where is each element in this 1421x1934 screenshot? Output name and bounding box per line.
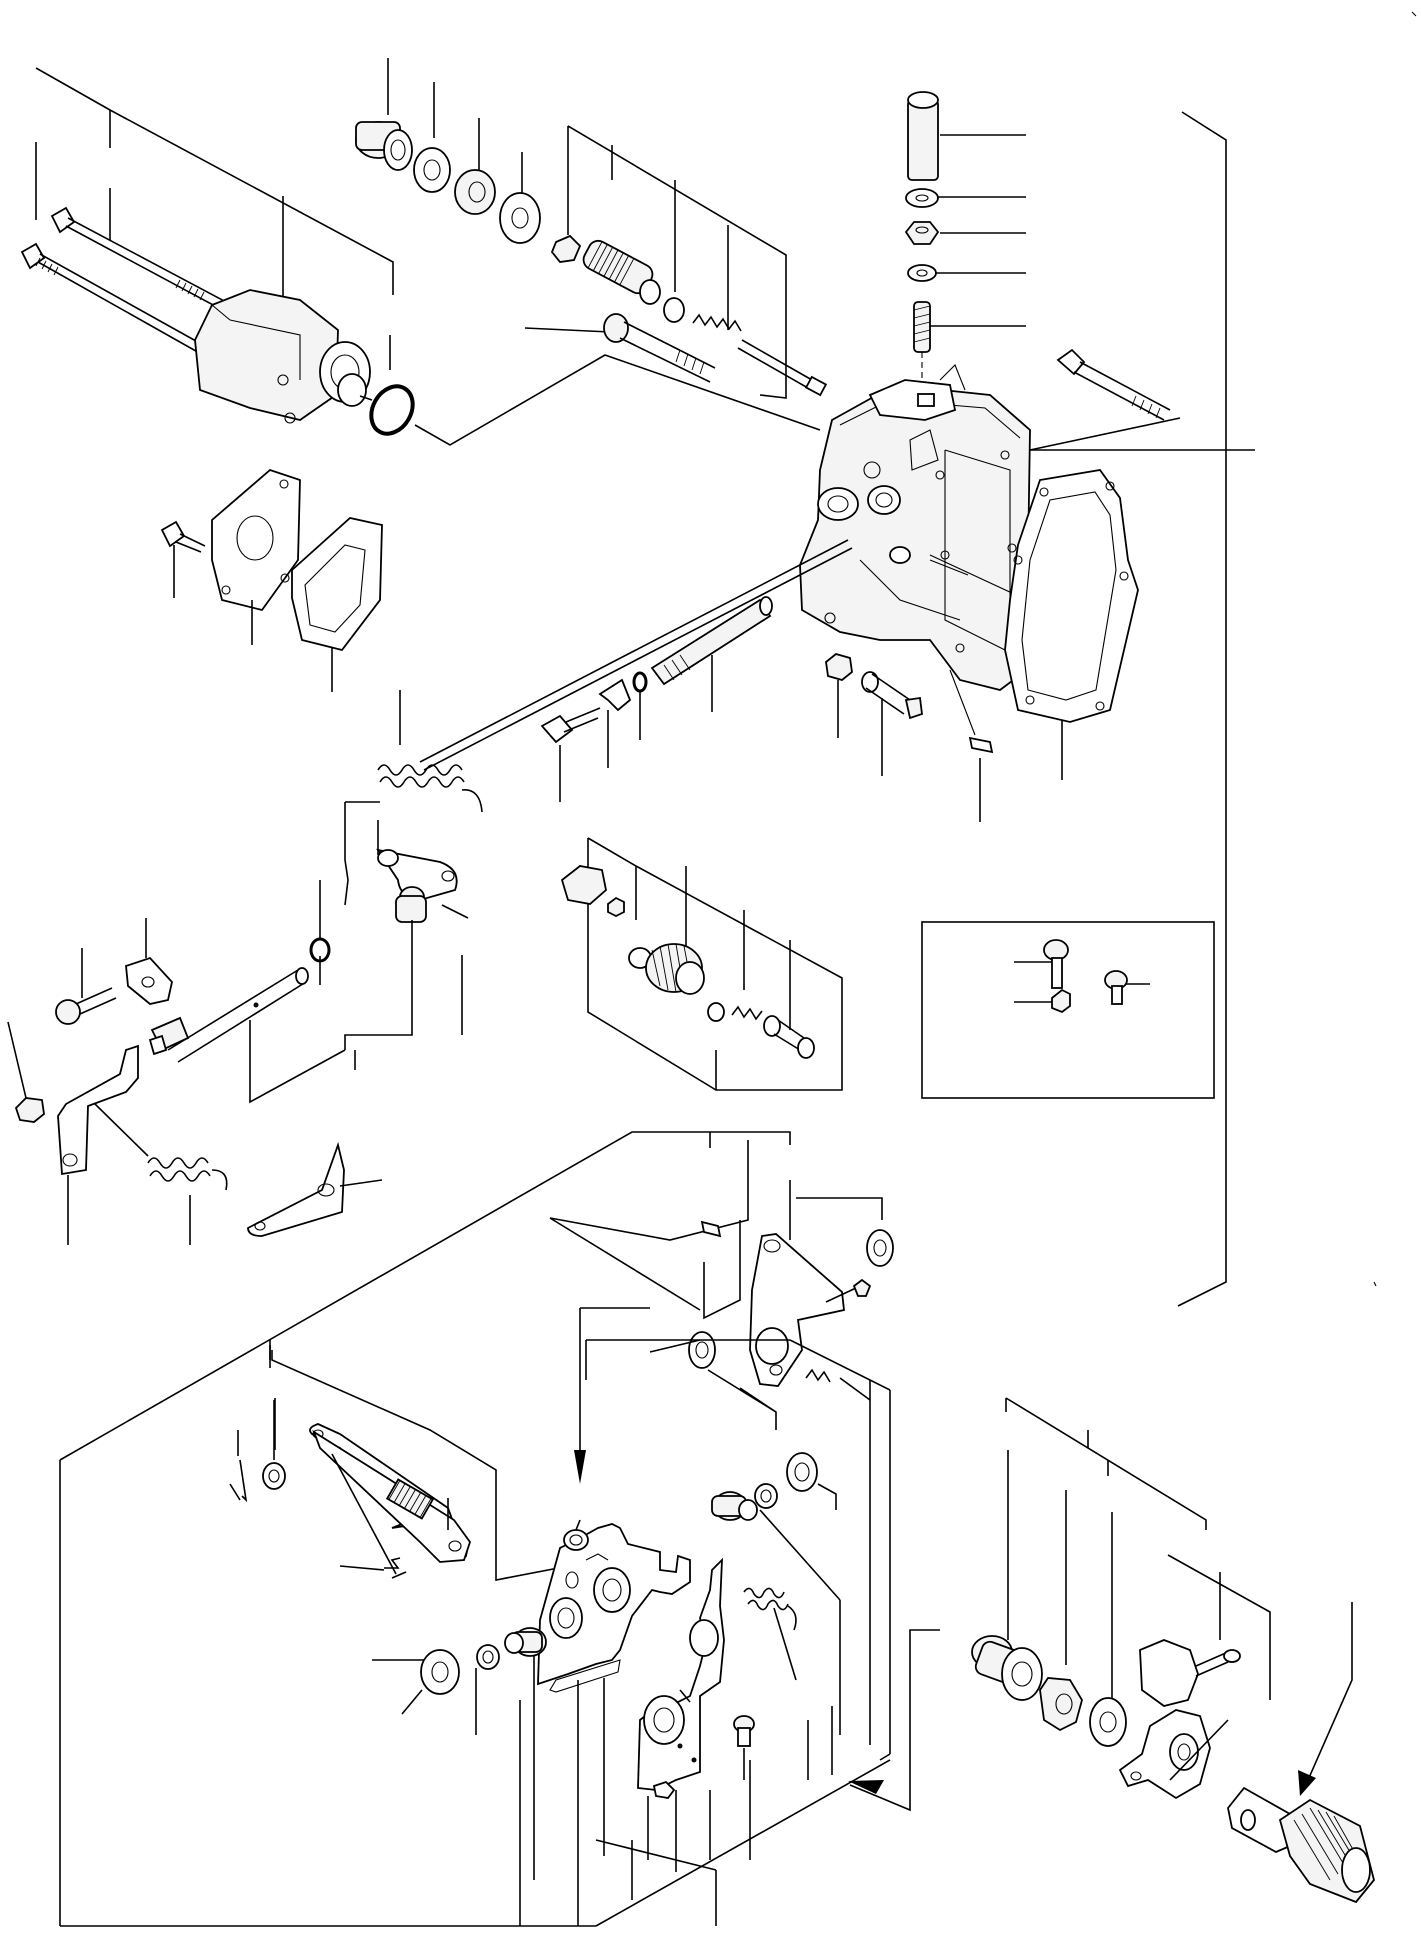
gasket-small [291, 517, 383, 652]
retaining-clip [598, 678, 632, 712]
washer-1 [413, 147, 451, 193]
arrow-left-bottom [848, 1629, 940, 1812]
link-plate [749, 1233, 857, 1387]
top-adjuster-parts [355, 58, 541, 244]
governor-housing [799, 364, 1071, 691]
small-spring [692, 313, 742, 332]
lever-bolt [55, 987, 117, 1025]
o-ring-large [369, 384, 415, 436]
pin-small [700, 1220, 722, 1238]
lower-left-leaders [269, 1339, 891, 1754]
housing-front-bolts [825, 653, 994, 822]
washer-2 [499, 192, 541, 244]
cap-sleeve [907, 91, 939, 181]
washer-small-a [663, 297, 685, 323]
main-lever-frame [537, 1519, 691, 1693]
small-coil [805, 1368, 831, 1383]
link-plate-group [549, 1140, 894, 1430]
small-spring-mid [731, 1005, 763, 1021]
bushing-upper-right [711, 1452, 841, 1735]
long-bolt-housing [603, 313, 716, 383]
tension-spring-lower [147, 1157, 228, 1191]
right-lower-assembly [971, 1397, 1375, 1904]
inset-bolt [1043, 939, 1069, 989]
torsion-spring [743, 1587, 797, 1631]
inset-box [921, 921, 1215, 1099]
actuator-assembly [20, 67, 821, 446]
adjust-screw [763, 1015, 815, 1059]
lower-frame [59, 1131, 891, 1927]
o-ring-small [632, 671, 648, 693]
cover-plate [211, 468, 301, 612]
bushing-set [372, 1627, 547, 1880]
shaft-sleeve [650, 596, 773, 686]
nut-stack [904, 221, 940, 245]
side-lever-plate [637, 1557, 725, 1791]
stud-bolt [737, 339, 828, 397]
flange-bushing [971, 1635, 1043, 1701]
cover-plate-group [160, 468, 383, 692]
washer-stack-2 [907, 264, 937, 282]
housing-bolt-right [1056, 348, 1171, 421]
nut-1 [454, 169, 496, 215]
split-pin-plate [384, 1557, 407, 1579]
split-pin-left [229, 1459, 248, 1503]
cap-nut-mid [560, 865, 607, 905]
washer-link-left [688, 1331, 716, 1369]
washer-link-right [866, 1229, 894, 1267]
lock-plate [125, 956, 173, 1005]
tension-spring-upper [377, 764, 483, 813]
spring-seat-group [560, 837, 843, 1091]
solenoid-unit [1227, 1786, 1375, 1904]
lever-bracket [57, 1044, 149, 1176]
cap-nut [355, 121, 413, 171]
stop-bracket [247, 1141, 345, 1237]
housing-gasket [1004, 469, 1139, 780]
washer-right [1089, 1697, 1127, 1747]
cam-plate [1118, 1709, 1211, 1800]
washer-lower-left [262, 1462, 286, 1490]
compression-spring [645, 943, 705, 995]
ring-mid [707, 1002, 725, 1022]
adjust-spring-sleeve [582, 239, 661, 305]
stop-pin [733, 1715, 755, 1747]
e-clip [652, 1780, 676, 1799]
lever-shaft [148, 967, 309, 1063]
stud-stack [904, 91, 1026, 400]
right-bracket-line [1177, 111, 1227, 1307]
actuator-body [194, 289, 373, 424]
washer-stack-1 [905, 188, 939, 208]
lever-plate [309, 1423, 472, 1575]
collar-nut [1039, 1677, 1083, 1732]
hex-bolt-front [861, 671, 923, 720]
governor-shaft [419, 539, 853, 802]
spring-adjust-group [524, 125, 828, 399]
cam-block [1139, 1639, 1241, 1707]
flange-bolt [540, 707, 601, 744]
threaded-stud [913, 301, 931, 353]
inset-plug [1104, 970, 1128, 1005]
arrow-down-upper [574, 1307, 650, 1484]
arrow-to-solenoid [1298, 1602, 1353, 1796]
bottom-leaders [519, 1678, 833, 1926]
hex-nut-small [550, 234, 582, 263]
lever-shaft-group [7, 690, 483, 1245]
nut-left [14, 1097, 45, 1123]
lever-arm-upper [376, 848, 469, 923]
dowel-pin [968, 736, 994, 754]
